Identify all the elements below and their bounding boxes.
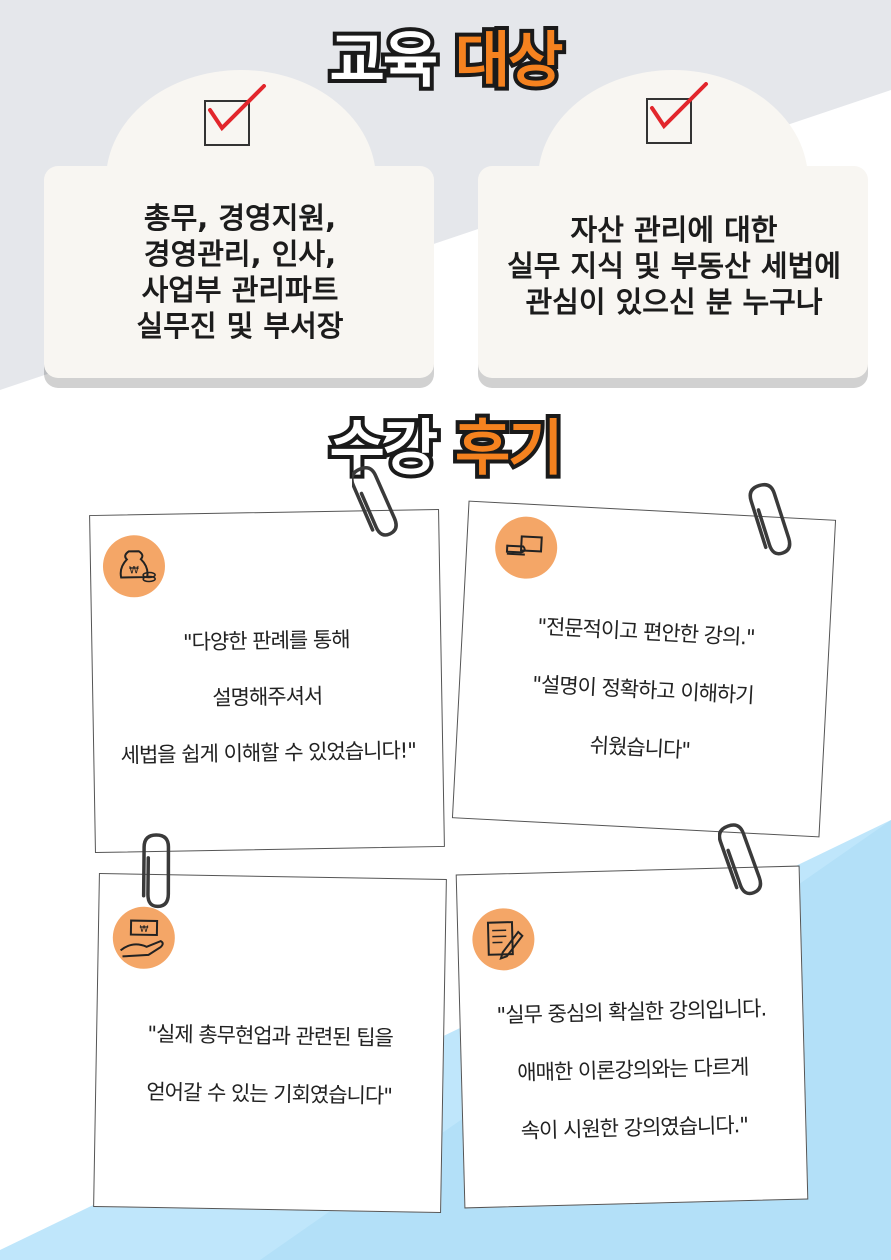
target-heading: 교육 대상 [0, 12, 891, 100]
paperclip-icon [141, 833, 171, 909]
notepad-pencil-icon [471, 907, 536, 972]
paperclip-icon [352, 466, 398, 537]
review-heading-part2: 후기 [451, 410, 567, 488]
review-note-1: ₩ "다양한 판례를 통해 설명해주셔서 세법을 쉽게 이해할 수 있었습니다!… [89, 508, 445, 854]
review-note-3: ₩ "실제 총무현업과 관련된 팁을 얻어갈 수 있는 기회였습니다" [93, 872, 447, 1214]
money-bag-icon: ₩ [102, 534, 166, 598]
svg-text:₩: ₩ [129, 565, 139, 576]
paperclip-icon [718, 823, 763, 896]
review-quote-4: "실무 중심의 확실한 강의입니다. 애매한 이론강의와는 다르게 속이 시원한… [496, 996, 767, 1143]
review-note-4: "실무 중심의 확실한 강의입니다. 애매한 이론강의와는 다르게 속이 시원한… [455, 865, 809, 1209]
review-quote-1: "다양한 판례를 통해 설명해주셔서 세법을 쉽게 이해할 수 있었습니다!" [120, 627, 417, 768]
target-card-2: 자산 관리에 대한 실무 지식 및 부동산 세법에 관심이 있으신 분 누구나 [478, 70, 870, 390]
target-text-1: 총무, 경영지원, 경영관리, 인사, 사업부 관리파트 실무진 및 부서장 [136, 201, 344, 343]
checkbox-icon [204, 84, 266, 146]
target-text-2: 자산 관리에 대한 실무 지식 및 부동산 세법에 관심이 있으신 분 누구나 [507, 213, 841, 319]
target-card-1: 총무, 경영지원, 경영관리, 인사, 사업부 관리파트 실무진 및 부서장 [44, 70, 436, 390]
paperclip-icon [748, 482, 792, 556]
hand-cash-icon [493, 515, 559, 581]
review-note-2: "전문적이고 편안한 강의." "설명이 정확하고 이해하기 쉬웠습니다" [451, 500, 837, 838]
hand-banknote-icon: ₩ [112, 906, 176, 970]
target-heading-part1: 교육 [326, 22, 442, 100]
review-quote-2: "전문적이고 편안한 강의." "설명이 정확하고 이해하기 쉬웠습니다" [531, 614, 756, 763]
review-quote-3: "실제 총무현업과 관련된 팁을 얻어갈 수 있는 기회였습니다" [146, 1021, 394, 1109]
svg-text:₩: ₩ [139, 925, 148, 935]
review-heading: 수강 후기 [0, 400, 891, 488]
target-heading-part2: 대상 [451, 22, 567, 100]
checkbox-icon [646, 82, 708, 144]
review-heading-part1: 수강 [326, 410, 442, 488]
